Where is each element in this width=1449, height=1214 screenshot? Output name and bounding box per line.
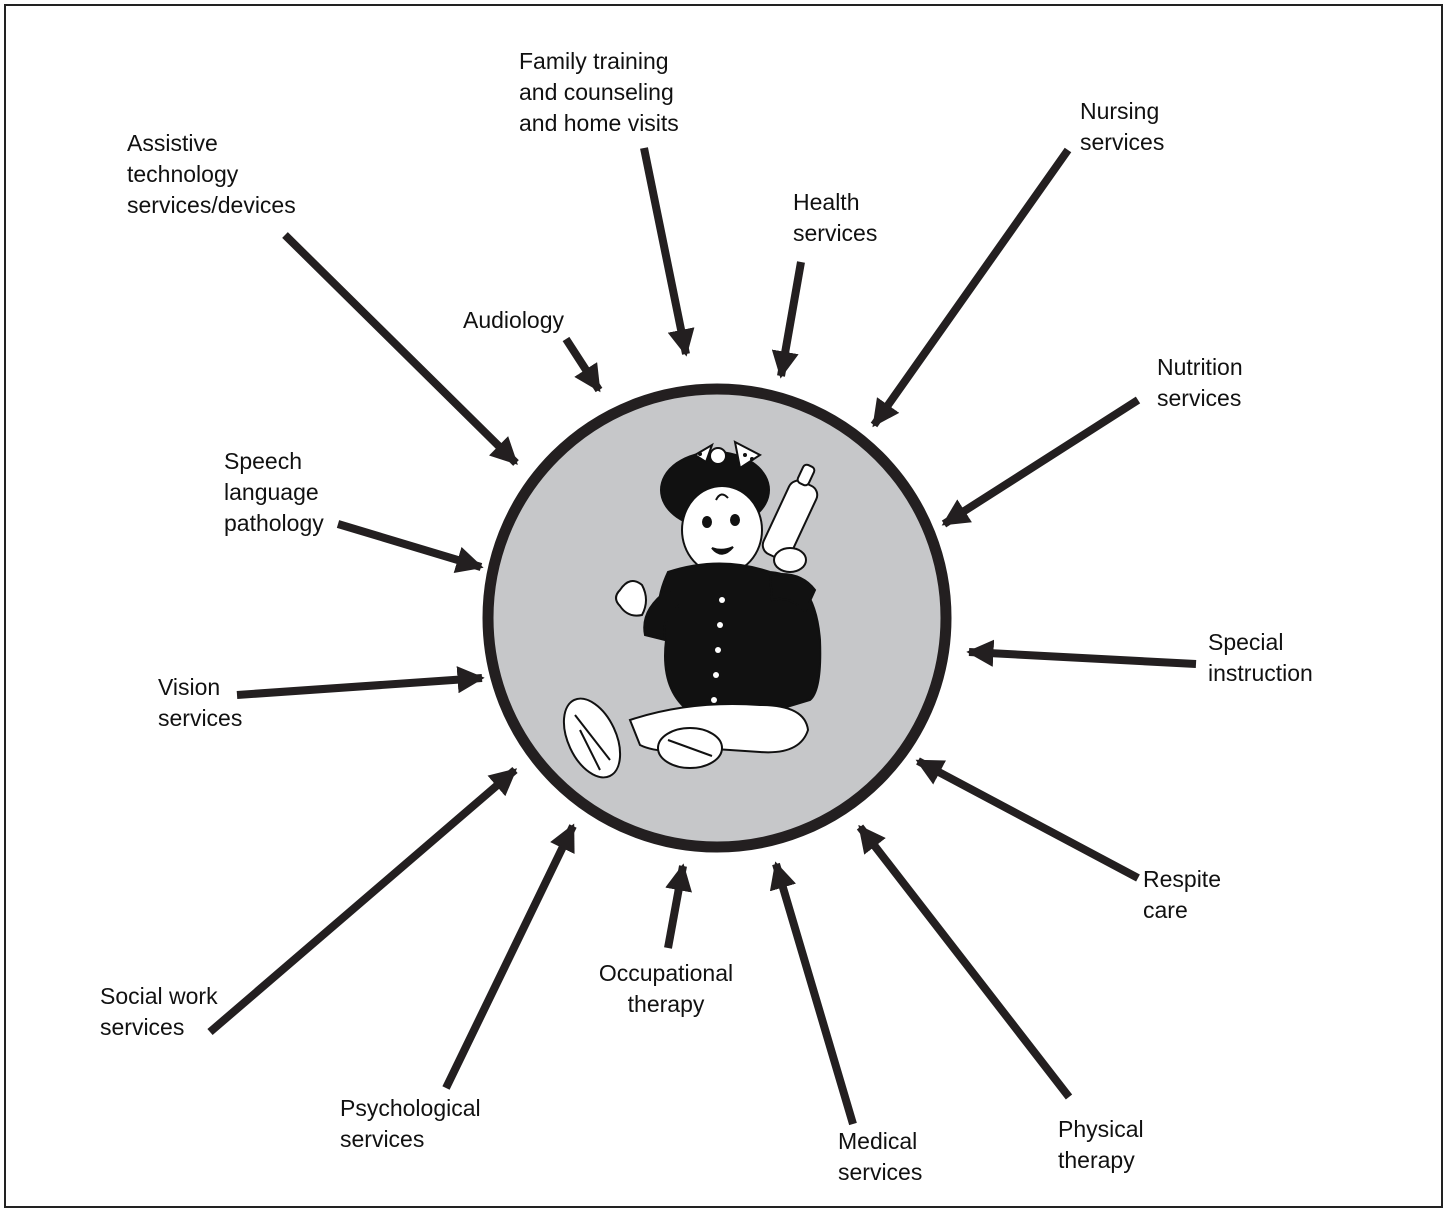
label-occupational-therapy: Occupational therapy — [598, 960, 734, 1017]
label-special-instruction: Special instruction — [1208, 629, 1313, 686]
arrow-psychological — [442, 823, 577, 1090]
arrow-audiology — [562, 336, 603, 393]
arrow-assistive-technology — [282, 232, 519, 466]
label-respite-care: Respite care — [1143, 866, 1221, 923]
label-psychological: Psychological services — [340, 1095, 481, 1152]
label-nutrition: Nutrition services — [1157, 354, 1243, 411]
arrow-social-work — [207, 766, 518, 1036]
label-health: Health services — [793, 189, 878, 246]
label-audiology: Audiology — [463, 307, 565, 333]
baby-illustration — [562, 440, 822, 779]
arrow-nursing — [870, 147, 1072, 428]
label-nursing: Nursing services — [1080, 98, 1165, 155]
arrow-respite-care — [915, 757, 1140, 882]
label-assistive-technology: Assistive technology services/devices — [127, 130, 296, 218]
label-physical-therapy: Physical therapy — [1058, 1116, 1144, 1173]
arrow-health — [771, 261, 805, 379]
label-family-training: Family training and counseling and home … — [519, 48, 679, 136]
arrow-family-training — [640, 147, 695, 357]
label-medical: Medical services — [838, 1128, 923, 1185]
label-speech-language: Speech language pathology — [224, 448, 324, 536]
arrow-speech-language — [336, 520, 484, 573]
arrow-nutrition — [941, 396, 1141, 528]
arrow-occupational-therapy — [664, 863, 692, 949]
arrow-vision — [236, 666, 485, 699]
arrow-physical-therapy — [856, 824, 1073, 1100]
diagram-frame — [4, 4, 1443, 1208]
label-vision: Vision services — [158, 674, 243, 731]
label-social-work: Social work services — [100, 983, 218, 1040]
arrow-special-instruction — [966, 639, 1197, 668]
arrow-medical — [769, 861, 857, 1126]
